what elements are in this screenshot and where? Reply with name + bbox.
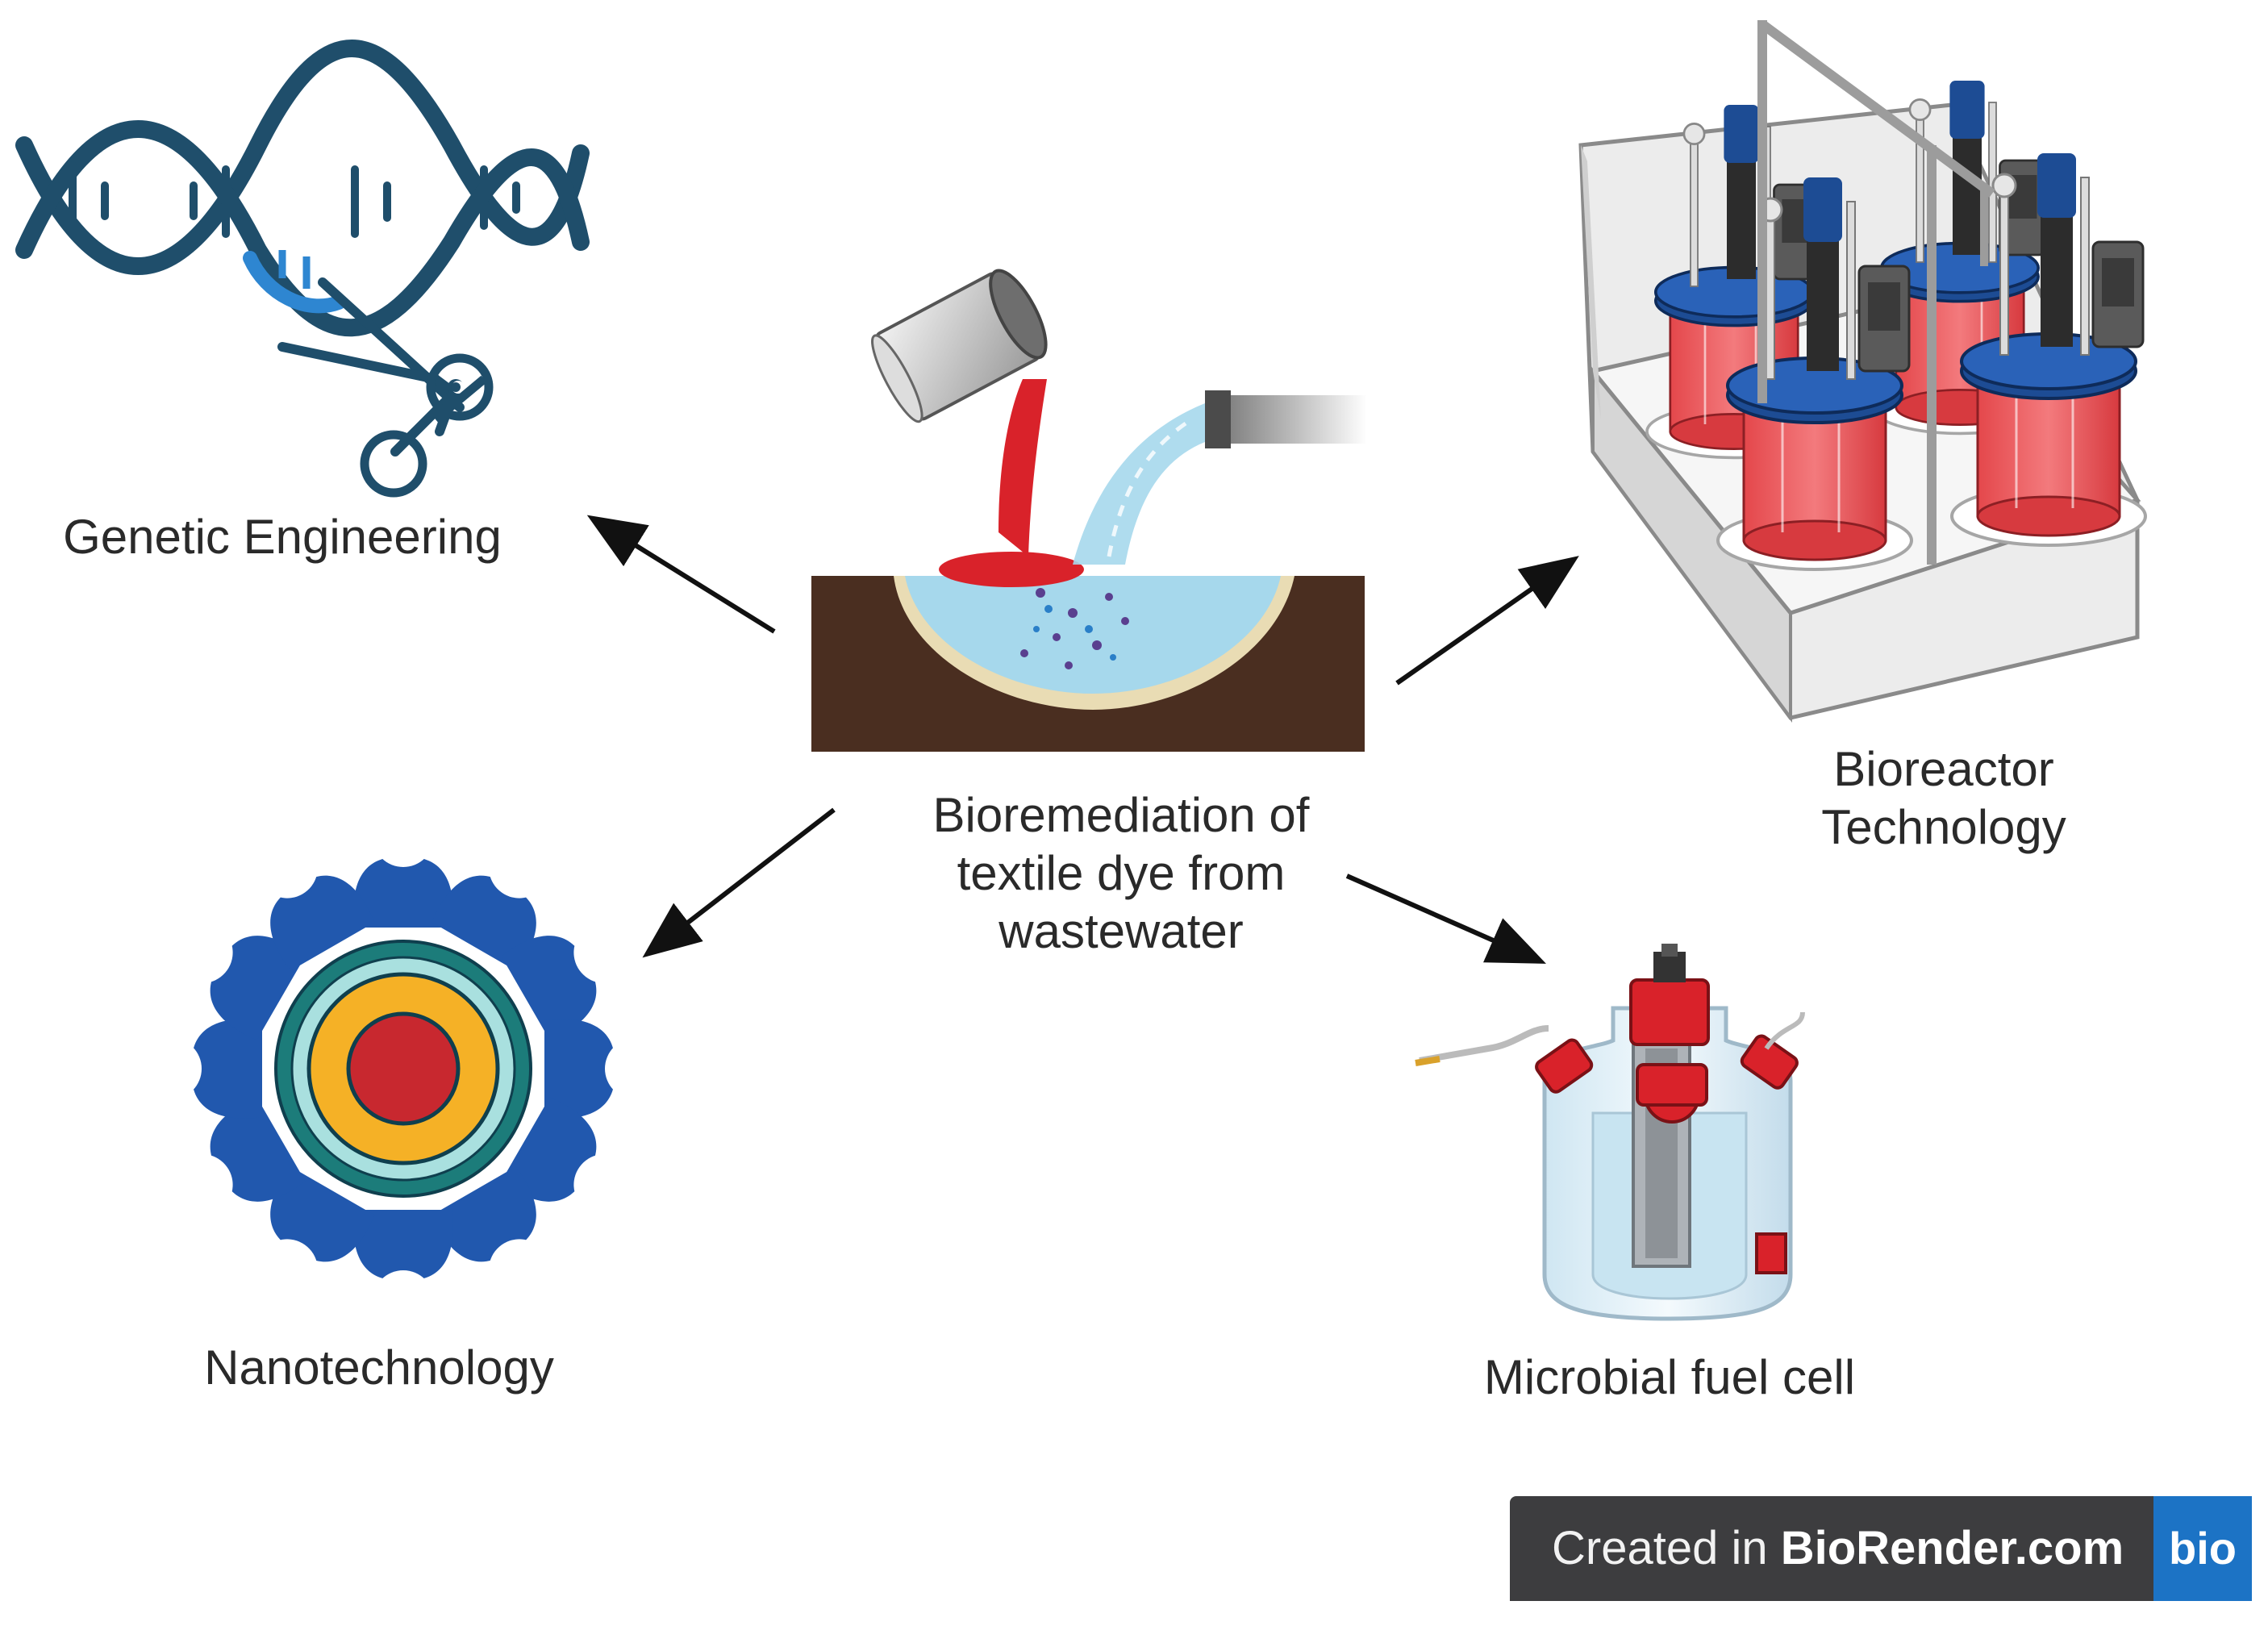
label-bioreactor-line-2: Technology (1821, 800, 2066, 854)
arrow-to-nanotechnology (642, 807, 836, 958)
dna-scissors-icon (15, 40, 590, 498)
label-nanotechnology: Nanotechnology (204, 1340, 554, 1395)
label-central-line-1: Bioremediation of (932, 788, 1310, 842)
label-bioreactor-technology: Bioreactor Technology (1734, 740, 2153, 857)
arrow-to-microbial-fuel-cell (1345, 873, 1546, 964)
dye-pollution-pit-icon (811, 269, 1367, 752)
label-genetic-engineering: Genetic Engineering (63, 510, 502, 564)
label-central-topic: Bioremediation of textile dye from waste… (871, 786, 1371, 961)
label-microbial-fuel-cell: Microbial fuel cell (1483, 1350, 1856, 1404)
arrow-to-genetic-engineering (586, 515, 776, 634)
biorender-logo-icon: bio (2153, 1496, 2252, 1601)
label-bioreactor-line-1: Bioreactor (1833, 742, 2054, 796)
bioreactor-array-icon (1578, 20, 2147, 723)
badge-credit-text: Created in BioRender.com (1552, 1496, 2124, 1601)
label-central-line-3: wastewater (999, 904, 1244, 958)
nanoparticle-icon (140, 806, 666, 1332)
connector-arrows (586, 515, 1579, 964)
fuel-cell-flask-icon (1415, 944, 1805, 1321)
badge-prefix: Created in (1552, 1522, 1781, 1574)
arrow-to-bioreactor (1395, 556, 1579, 686)
label-central-line-2: textile dye from (957, 846, 1286, 900)
biorender-credit-badge[interactable]: Created in BioRender.com bio (1510, 1496, 2252, 1601)
badge-brand: BioRender.com (1780, 1522, 2124, 1574)
